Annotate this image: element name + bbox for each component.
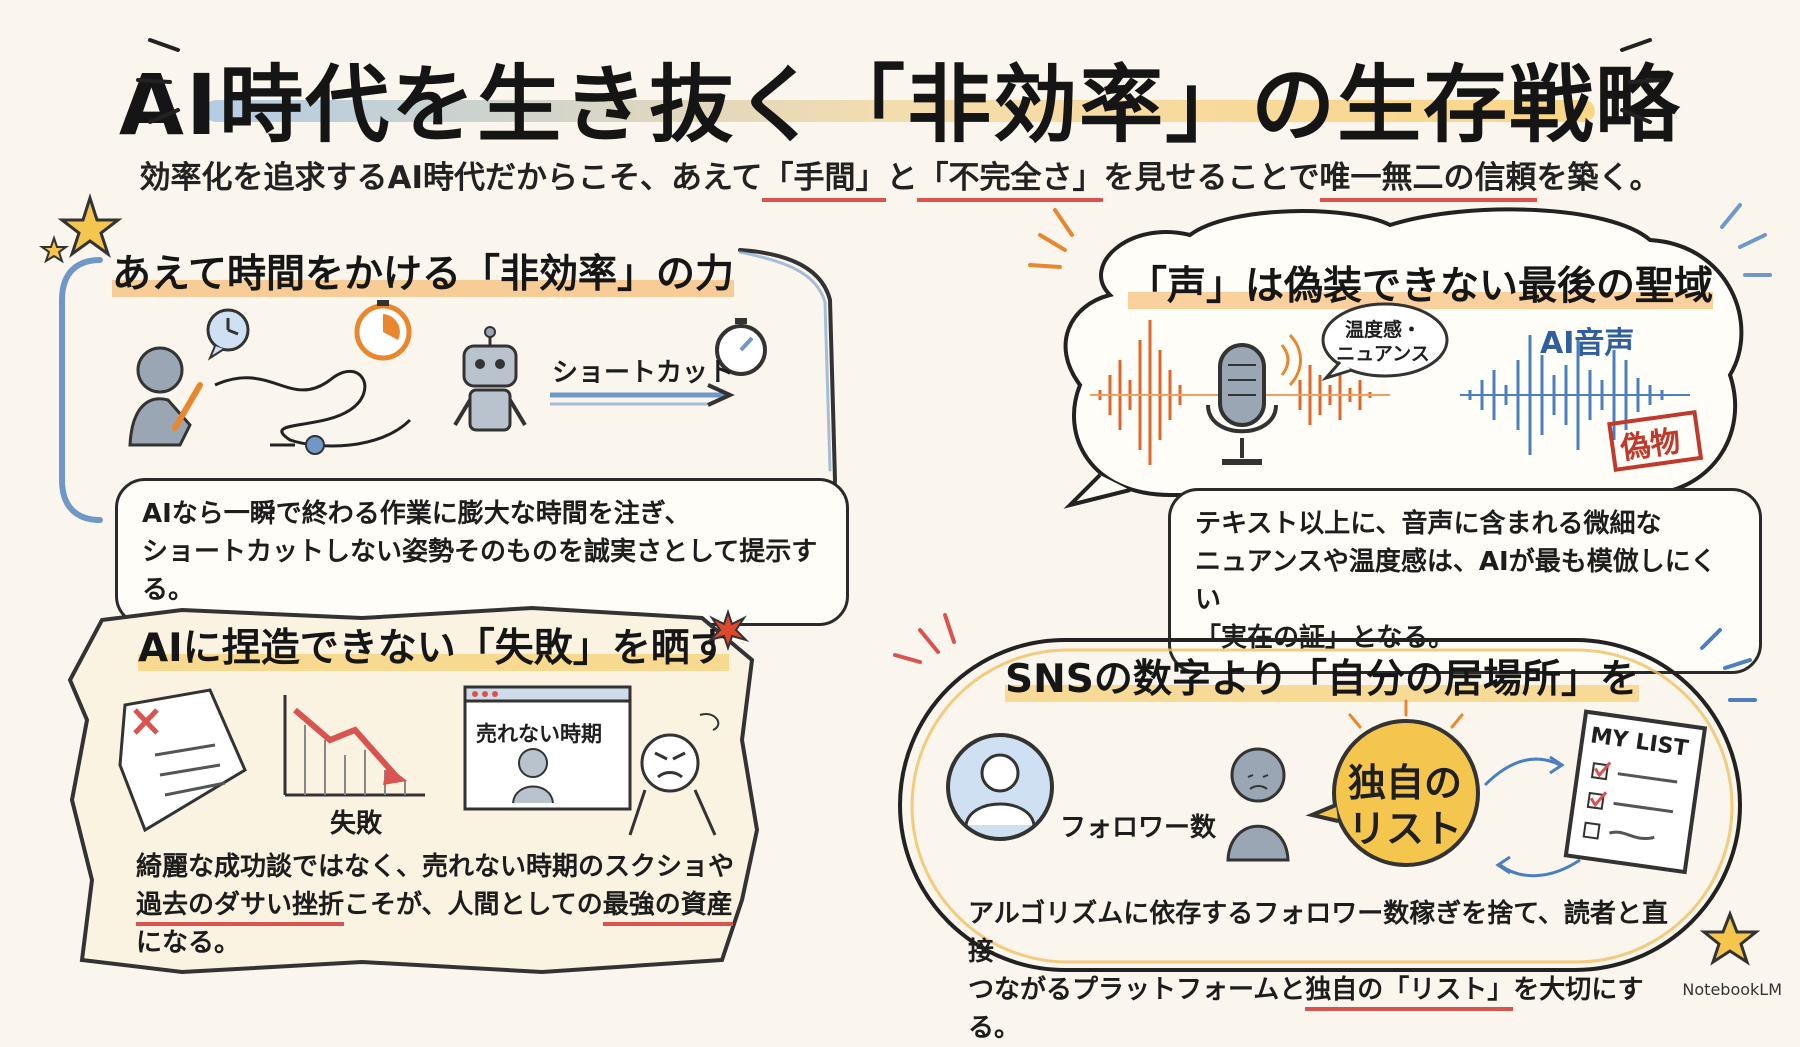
section4-body-part: つながるプラットフォームと	[968, 975, 1306, 1005]
subtitle-end: を築く。	[1536, 160, 1661, 196]
window-label: 売れない時期	[476, 722, 602, 746]
own-list-line: 独自の	[1347, 761, 1462, 805]
section1-title-text: あえて時間をかける「非効率」の力	[112, 252, 735, 297]
section2-body-line: ニュアンスや温度感は、AIが最も模倣しにくい	[1195, 547, 1717, 615]
sad-person-icon	[1226, 747, 1290, 862]
section4-body-line: アルゴリズムに依存するフォロワー数稼ぎを捨て、読者と直接	[968, 899, 1668, 967]
nuance-line: ニュアンス	[1336, 343, 1430, 365]
crumpled-paper-icon	[118, 688, 247, 833]
subtitle-to: と	[886, 160, 918, 196]
own-list-line: リスト	[1347, 807, 1462, 851]
microphone-icon	[1206, 333, 1302, 465]
section3-illustration	[118, 685, 720, 836]
nuance-bubble-label: 温度感・ ニュアンス	[1328, 318, 1438, 366]
angry-person-icon	[628, 713, 720, 836]
section4-title-text: SNSの数字より「自分の居場所」を	[1005, 657, 1640, 702]
own-list-bubble	[1305, 699, 1480, 867]
own-list-label: 独自の リスト	[1340, 760, 1470, 852]
section1-body-line: ショートカットしない姿勢そのものを誠実さとして提示する。	[142, 537, 818, 605]
user-avatar-icon	[946, 733, 1054, 841]
section1-body-line: AIなら一瞬で終わる作業に膨大な時間を注ぎ、	[142, 499, 691, 529]
section2-body-line: テキスト以上に、音声に含まれる微細な	[1195, 509, 1662, 539]
sparkle-icon	[706, 608, 750, 652]
section3-body-part: こそが、人間としての	[344, 890, 603, 920]
failure-chart-icon	[283, 695, 425, 797]
section3-title: AIに捏造できない「失敗」を晒す	[138, 617, 729, 673]
section3-body-hl: 最強の資産	[602, 890, 733, 926]
section4-title: SNSの数字より「自分の居場所」を	[1005, 648, 1640, 704]
section3-title-text: AIに捏造できない「失敗」を晒す	[138, 626, 729, 671]
shortcut-label: ショートカット	[552, 358, 735, 388]
clock-icon	[206, 308, 250, 361]
failure-label: 失敗	[330, 809, 383, 839]
section3-body-line: 綺麗な成功談ではなく、売れない時期のスクショや	[136, 852, 735, 882]
section1-bubble: AIなら一瞬で終わる作業に膨大な時間を注ぎ、 ショートカットしない姿勢そのものを…	[115, 478, 849, 626]
section4-illustration	[946, 699, 1708, 878]
subtitle-fukanzen: 「不完全さ」	[917, 160, 1104, 202]
section3-body: 綺麗な成功談ではなく、売れない時期のスクショや 過去のダサい挫折こそが、人間とし…	[136, 848, 736, 962]
person-icon	[128, 346, 203, 447]
section1-title: あえて時間をかける「非効率」の力	[112, 243, 735, 299]
stopwatch-icon	[715, 318, 767, 376]
title-highlight	[205, 100, 1595, 122]
section3-body-hl: 過去のダサい挫折	[136, 890, 345, 926]
section2-title: 「声」は偽装できない最後の聖域	[1128, 255, 1714, 311]
section4-body-line: つながるプラットフォームと独自の「リスト」を大切にする。	[968, 971, 1688, 1047]
section3-body-line: 過去のダサい挫折こそが、人間としての最強の資産	[136, 886, 736, 926]
stopwatch-icon	[354, 300, 412, 361]
subtitle-text: 効率化を追求するAI時代だからこそ、あえて	[139, 160, 763, 196]
browser-window-icon	[463, 685, 632, 811]
fake-stamp: 偽物	[1618, 423, 1683, 467]
subtitle-tema: 「手間」	[762, 160, 887, 202]
header-decoration	[136, 38, 1664, 124]
section2-title-text: 「声」は偽装できない最後の聖域	[1128, 264, 1714, 309]
ai-voice-label: AI音声	[1540, 326, 1635, 361]
follower-label: フォロワー数	[1060, 813, 1217, 843]
robot-icon	[453, 326, 527, 432]
section4-frame	[893, 613, 1757, 972]
page-subtitle: 効率化を追求するAI時代だからこそ、あえて「手間」と「不完全さ」を見せることで唯…	[0, 152, 1800, 202]
star-icon	[38, 193, 123, 264]
list-doc-icon	[1563, 709, 1708, 875]
star-icon	[1699, 909, 1761, 966]
subtitle-yuiitsu: 唯一無二の信頼	[1319, 160, 1537, 202]
section1-illustration	[128, 300, 767, 455]
section4-body: アルゴリズムに依存するフォロワー数稼ぎを捨て、読者と直接 つながるプラットフォー…	[968, 895, 1688, 1047]
section3-body-line: になる。	[136, 928, 241, 958]
section2-illustration	[1090, 302, 1704, 473]
subtitle-misete: を見せることで	[1103, 160, 1320, 196]
page-title: AI時代を生き抜く「非効率」の生存戦略	[118, 56, 1682, 154]
section4-body-hl: 独自の「リスト」	[1305, 975, 1514, 1011]
nuance-line: 温度感・	[1344, 319, 1421, 341]
section2-bubble: テキスト以上に、音声に含まれる微細な ニュアンスや温度感は、AIが最も模倣しにく…	[1168, 488, 1762, 674]
notebooklm-brand: NotebookLM	[1682, 980, 1782, 999]
